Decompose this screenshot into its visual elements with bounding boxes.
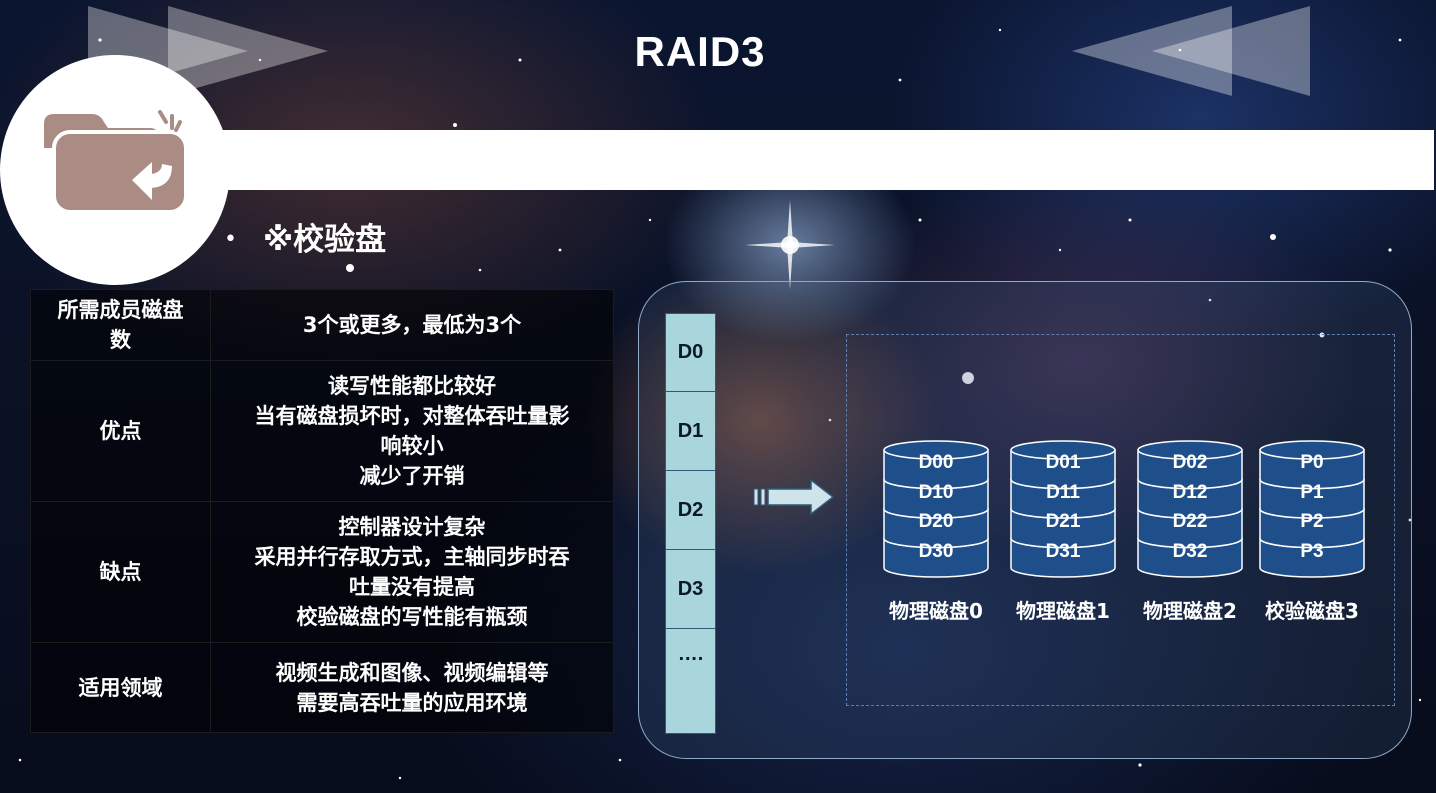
disk-array-group [846,334,1395,706]
bullet-heading: • ※校验盘 [224,214,386,259]
value-line: 当有磁盘损坏时，对整体吞吐量影 [254,404,570,428]
stripe-block: D0 [665,313,716,392]
table-row: 适用领域 视频生成和图像、视频编辑等 需要高吞吐量的应用环境 [30,642,614,733]
stripe-block-more: …. [665,629,716,734]
value-line: 减少了开销 [359,464,465,488]
disk-block-label: P3 [1300,540,1324,562]
value-line: 视频生成和图像、视频编辑等 [275,660,549,685]
value-line: 校验磁盘的写性能有瓶颈 [296,605,528,629]
row-value: 3个或更多，最低为3个 [210,289,614,361]
header-banner [160,130,1434,190]
disk-block-label: D02 [1172,452,1208,473]
disk-segment [1259,508,1365,549]
disk-segment-top [1259,440,1365,460]
table-row: 缺点 控制器设计复杂 采用并行存取方式，主轴同步时吞 吐量没有提高 校验磁盘的写… [30,501,614,643]
disk-segment [1137,508,1243,549]
row-key: 优点 [30,360,211,502]
right-triangles-decoration [1072,6,1310,96]
value-line: 响较小 [380,434,444,458]
disk-segment-top [883,440,989,460]
disk-segment [883,449,989,490]
bullet-text: ※校验盘 [262,222,387,258]
disk-segment [883,537,989,578]
row-key: 缺点 [30,501,211,643]
disk-block-label: D00 [918,452,954,473]
disk-block-label: P1 [1300,481,1324,503]
table-row: 优点 读写性能都比较好 当有磁盘损坏时，对整体吞吐量影 响较小 减少了开销 [30,360,614,502]
disk-shape [883,440,989,578]
value-line: 采用并行存取方式，主轴同步时吞 [254,545,570,569]
bullet-dot: • [224,227,237,252]
disk-segment [1010,478,1116,519]
disk-segment [883,478,989,519]
disk-segment-top [1010,440,1116,460]
disk-segment-top [1137,440,1243,460]
disk-segment [1259,537,1365,578]
disk-shape [1010,440,1116,578]
value-line: 需要高吞吐量的应用环境 [296,690,528,715]
disk-block-label: D30 [918,540,954,562]
value-line: 控制器设计复杂 [338,515,486,539]
value-line: 3个或更多，最低为3个 [302,313,522,337]
row-value: 视频生成和图像、视频编辑等 需要高吞吐量的应用环境 [210,642,614,733]
disk-label: 物理磁盘1 [1016,599,1110,623]
right-arrow-icon [753,478,835,516]
stripe-block: D2 [665,471,716,550]
disk-block-label: D12 [1172,481,1208,503]
disk-block-label: D01 [1045,452,1081,473]
disk-block-label: P2 [1300,511,1324,532]
disk-shape [1259,440,1365,578]
disk-segment [883,508,989,549]
row-key: 适用领域 [30,642,211,733]
disk-segment [1137,537,1243,578]
disk-block-label: D31 [1045,540,1081,562]
disk-label: 物理磁盘2 [1143,599,1237,623]
disk-segment [1259,478,1365,519]
key-line: 数 [110,328,131,352]
row-value: 控制器设计复杂 采用并行存取方式，主轴同步时吞 吐量没有提高 校验磁盘的写性能有… [210,501,614,643]
row-value: 读写性能都比较好 当有磁盘损坏时，对整体吞吐量影 响较小 减少了开销 [210,360,614,502]
disk-label: 校验磁盘3 [1265,599,1359,623]
disk-block-label: D10 [918,481,954,503]
data-stripe: D0 D1 D2 D3 …. [665,313,716,734]
disk-block-label: D32 [1172,540,1208,562]
folder-back-icon [44,110,188,214]
value-line: 读写性能都比较好 [328,374,496,398]
disk-block-label: P0 [1300,452,1324,473]
stripe-block: D1 [665,392,716,471]
disk-segment [1137,478,1243,519]
disk-block-label: D20 [918,511,954,532]
disk-segment [1137,449,1243,490]
key-line: 所需成员磁盘 [57,298,184,322]
stripe-block: D3 [665,550,716,629]
disk-segment [1259,449,1365,490]
disk-block-label: D11 [1046,481,1080,503]
disk-segment [1010,449,1116,490]
disk-label: 物理磁盘0 [889,599,983,623]
row-key: 所需成员磁盘 数 [30,289,211,361]
disk-shape [1137,440,1243,578]
raid3-spec-table: 所需成员磁盘 数 3个或更多，最低为3个 优点 读写性能都比较好 当有磁盘损坏时… [30,289,614,733]
disk-block-label: D21 [1045,511,1081,532]
page-title: RAID3 [634,28,766,75]
table-row: 所需成员磁盘 数 3个或更多，最低为3个 [30,289,614,361]
value-line: 吐量没有提高 [349,575,475,599]
disk-block-label: D22 [1172,511,1208,532]
disk-segment [1010,508,1116,549]
disk-segment [1010,537,1116,578]
